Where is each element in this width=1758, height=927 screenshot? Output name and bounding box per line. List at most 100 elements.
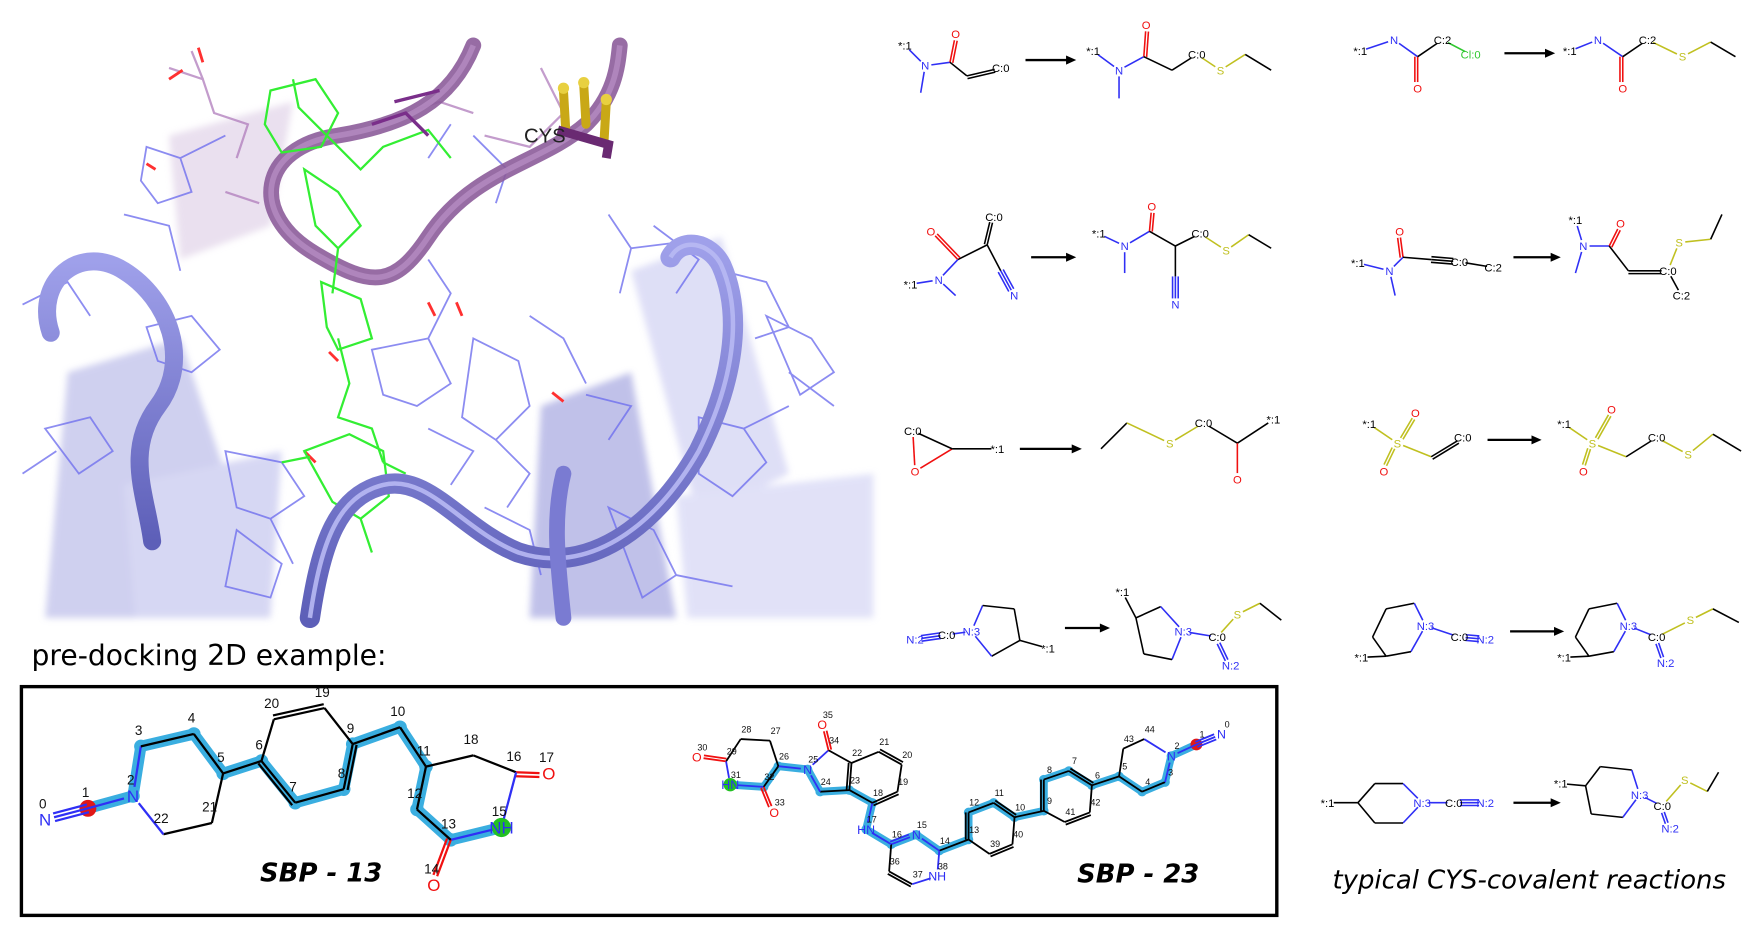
single-bond <box>1201 57 1216 68</box>
double-bond <box>1064 811 1091 823</box>
atom-index-label: 11 <box>417 743 431 758</box>
single-bond <box>1091 775 1120 787</box>
triple-bond <box>52 803 88 815</box>
double-bond <box>890 836 911 846</box>
atom-label: C:0 <box>938 630 956 642</box>
atom-index-label: 16 <box>892 830 902 840</box>
single-bond <box>1709 214 1723 240</box>
atom-label: O <box>1379 466 1388 478</box>
single-bond <box>1712 433 1742 452</box>
single-bond <box>472 754 517 774</box>
atom-label: NH <box>489 819 513 838</box>
single-bond <box>210 773 225 824</box>
single-bond <box>399 726 427 768</box>
atom-label: *:1 <box>904 279 918 291</box>
single-bond <box>1143 653 1173 661</box>
single-bond <box>931 61 951 66</box>
single-bond <box>1417 42 1438 58</box>
atom-label: C:2 <box>1484 262 1502 274</box>
nh-atom-marker <box>723 777 737 792</box>
double-bond <box>879 748 904 763</box>
atom-index-label: 28 <box>741 724 751 734</box>
atom-label: C:0 <box>1653 801 1671 813</box>
single-bond <box>137 802 165 835</box>
single-bond <box>1126 422 1165 442</box>
product: *:1N:3C:0N:2S <box>1554 765 1720 836</box>
single-bond <box>1633 627 1652 636</box>
single-bond <box>1413 602 1424 621</box>
double-bond <box>1584 448 1592 466</box>
single-bond <box>740 738 771 742</box>
atom-label: N <box>1390 35 1398 47</box>
atom-label: O <box>1616 219 1625 231</box>
arrow-head-icon <box>1071 444 1082 454</box>
atom-index-label: 33 <box>775 798 785 808</box>
atom-index-label: 32 <box>764 772 774 782</box>
single-bond <box>1104 235 1120 245</box>
atom-label: *:1 <box>1569 215 1583 227</box>
double-bond <box>986 222 994 246</box>
single-bond <box>1189 631 1212 637</box>
single-bond <box>851 750 880 764</box>
single-bond <box>919 71 925 93</box>
single-bond <box>1588 602 1618 610</box>
atom-label: N <box>1171 300 1179 312</box>
single-bond <box>352 726 401 746</box>
atom-label: *:1 <box>1557 419 1571 431</box>
highlight-atom <box>126 789 140 803</box>
atom-index-label: 31 <box>731 770 741 780</box>
atom-label: *:1 <box>1353 46 1367 58</box>
single-bond <box>952 631 966 635</box>
atom-label: O <box>1579 466 1588 478</box>
triple-bond <box>921 637 941 642</box>
single-bond <box>1692 433 1714 452</box>
atom-label: N:2 <box>1477 634 1495 646</box>
double-bond <box>260 760 297 804</box>
double-bond <box>873 793 899 807</box>
single-bond <box>1712 608 1740 624</box>
single-bond <box>1365 40 1389 50</box>
atom-label: C:0 <box>1648 632 1666 644</box>
single-bond <box>1014 809 1045 819</box>
single-bond <box>1447 41 1466 53</box>
single-bond <box>323 707 354 745</box>
atom-index-label: 34 <box>829 735 839 745</box>
product: N:3*:1C:0N:2S <box>1557 602 1740 670</box>
double-bond <box>760 787 770 808</box>
single-bond <box>1135 605 1162 619</box>
sulfur-atom-icon <box>578 76 590 89</box>
triple-bond <box>1465 633 1480 637</box>
single-bond <box>1706 771 1720 792</box>
atom-index-label: 16 <box>506 749 521 764</box>
atom-index-label: 10 <box>1015 802 1025 812</box>
atom-label: O <box>1618 83 1627 95</box>
atom-index-label: 5 <box>1122 762 1127 772</box>
single-bond <box>991 639 1021 657</box>
atom-label: N <box>1121 241 1129 253</box>
atom-label: Cl:0 <box>1461 49 1481 61</box>
single-bond <box>1129 230 1150 244</box>
single-bond <box>1122 738 1145 750</box>
atom-index-label: 3 <box>135 723 143 738</box>
reactant: C:0O*:1 <box>904 426 1004 479</box>
single-bond <box>911 877 931 886</box>
example-box <box>19 684 1279 918</box>
atom-label: S <box>1166 438 1174 450</box>
double-bond <box>762 786 773 807</box>
molecule-sbp-23: NNNHNNOHNOONH012345678910111213141516171… <box>692 710 1230 888</box>
nh-atom-marker <box>491 817 512 838</box>
single-bond <box>1177 743 1197 754</box>
triple-bond <box>1195 733 1215 743</box>
atom-index-label: 13 <box>441 817 456 832</box>
atom-label: S <box>1684 450 1692 462</box>
atom-label: N <box>1010 291 1018 303</box>
single-bond <box>1402 256 1432 261</box>
single-bond <box>1011 817 1016 845</box>
single-bond <box>936 850 941 870</box>
